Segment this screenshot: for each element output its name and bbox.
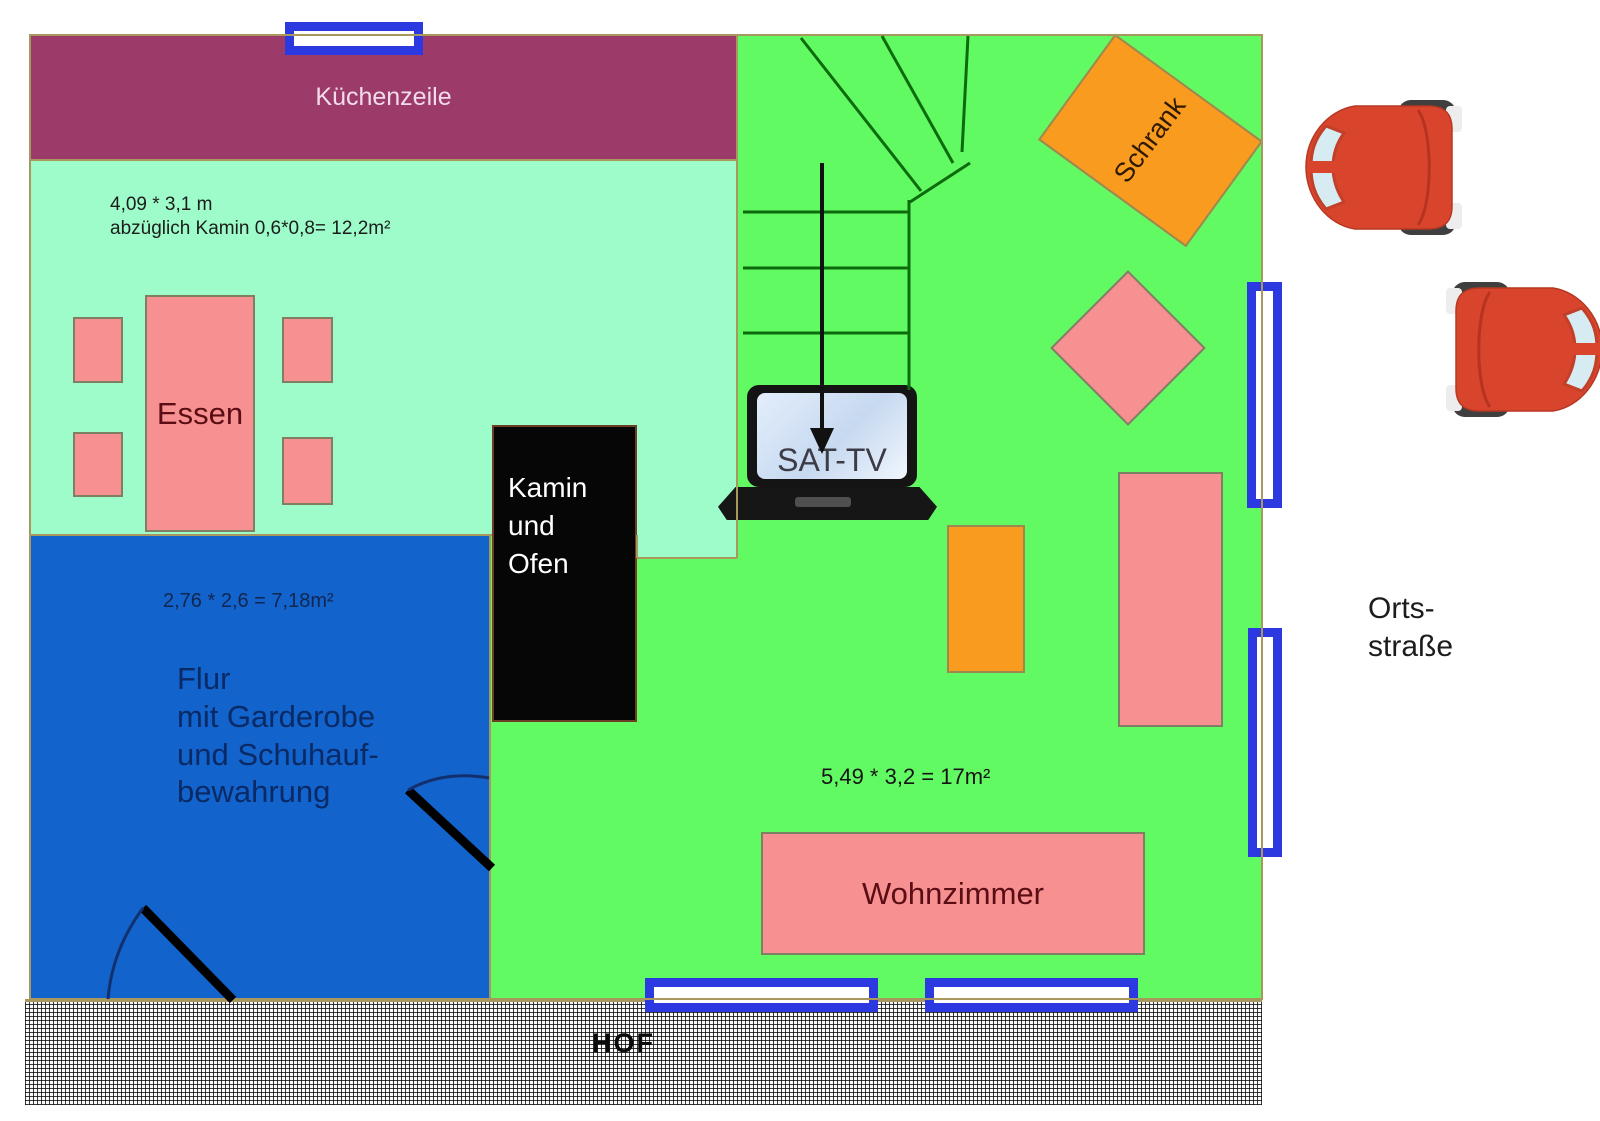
hallway-label: Flur mit Garderobe und Schuhauf- bewahru… [177, 661, 379, 810]
dining-room-pocket [637, 535, 737, 558]
chair [282, 437, 333, 505]
sideboard [947, 525, 1025, 673]
window-marker-bottom-right [925, 978, 1138, 1012]
sat-tv-label: SAT-TV [777, 442, 887, 478]
tv-touchpad [795, 497, 851, 507]
dining-table-label: Essen [156, 395, 244, 431]
sofa-living-room: Wohnzimmer [761, 832, 1145, 955]
tv-screen-display: SAT-TV [757, 393, 907, 479]
courtyard-label: HOF [592, 1028, 655, 1058]
chair [282, 317, 333, 383]
living-room-label: Wohnzimmer [861, 875, 1045, 911]
hallway-area-note: 2,76 * 2,6 = 7,18m² [163, 590, 334, 612]
fireplace-oven-block: Kamin und Ofen [492, 425, 637, 722]
car-icon [1446, 282, 1600, 417]
chair [73, 317, 123, 383]
street-label: Orts- straße [1368, 592, 1454, 663]
window-marker-top [285, 22, 423, 55]
chair [73, 432, 123, 497]
living-room-area-note: 5,49 * 3,2 = 17m² [821, 764, 991, 789]
dining-area-note: 4,09 * 3,1 m abzüglich Kamin 0,6*0,8= 12… [110, 194, 391, 240]
kitchen-label: Küchenzeile [315, 83, 452, 111]
window-marker-bottom-left [645, 978, 878, 1012]
sofa-right [1118, 472, 1223, 727]
dining-table: Essen [145, 295, 255, 532]
window-marker-right-upper [1247, 282, 1282, 508]
courtyard-hatched-area [25, 999, 1262, 1105]
car-icon [1305, 100, 1462, 235]
window-marker-right-lower [1248, 628, 1282, 857]
